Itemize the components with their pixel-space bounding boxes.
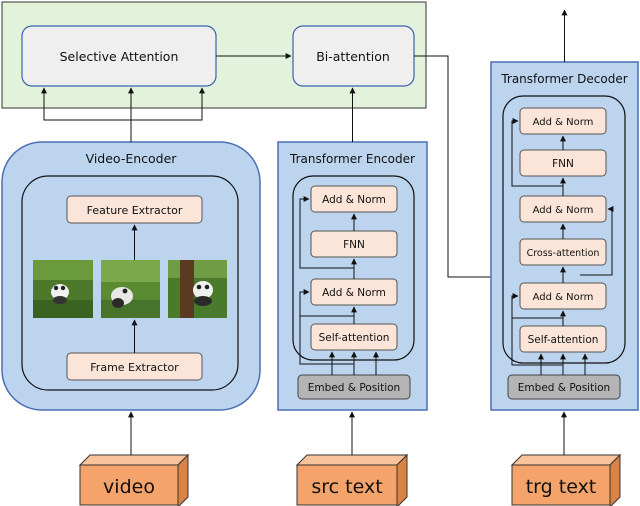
dec-residual-attn: [511, 318, 563, 366]
dec-add-norm-top-box: [519, 107, 607, 135]
frame-extractor-label: Frame Extractor: [90, 361, 179, 374]
feature-extractor-label: Feature Extractor: [87, 204, 183, 217]
trg-text-input-label: trg text: [526, 476, 597, 498]
enc-self-attention-label: Self-attention: [319, 332, 390, 344]
dec-embed-position-label: Embed & Position: [518, 382, 610, 394]
enc-residual-bottom: [299, 289, 354, 317]
video-frame-1: [33, 260, 93, 318]
transformer-decoder-title: Transformer Decoder: [500, 72, 627, 86]
dec-add-norm-top-label: Add & Norm: [533, 117, 594, 128]
trg-text-input-box: [510, 453, 622, 506]
enc-add-norm-bottom-label: Add & Norm: [322, 287, 386, 299]
dec-cross-attention-label: Cross-attention: [527, 248, 600, 259]
selective-attention-label: Selective Attention: [60, 49, 179, 64]
dec-residual-bottom: [511, 293, 563, 319]
enc-embed-position-label: Embed & Position: [308, 382, 400, 394]
enc-residual-top: [299, 196, 354, 269]
bi-attention-label: Bi-attention: [316, 49, 390, 64]
video-frame-3: [168, 260, 227, 318]
enc-add-norm-top-label: Add & Norm: [322, 194, 386, 206]
transformer-decoder-inner: [502, 95, 626, 364]
dec-residual-top: [511, 118, 563, 187]
feature-extractor-box: [66, 195, 203, 224]
video-input-label: video: [103, 476, 155, 498]
dec-residual-mid: [580, 206, 614, 276]
enc-fnn-label: FNN: [343, 239, 365, 251]
video-frame-2: [101, 260, 160, 318]
transformer-encoder-title: Transformer Encoder: [289, 152, 415, 166]
dec-add-norm-bottom-label: Add & Norm: [533, 292, 594, 303]
enc-add-norm-top-box: [310, 185, 398, 213]
video-encoder-to-selective-right: [131, 87, 205, 121]
dec-embed-position-box: [507, 374, 621, 400]
video-input-box: [78, 453, 190, 506]
dec-add-norm-mid-label: Add & Norm: [533, 205, 594, 216]
enc-residual-attn: [299, 316, 354, 365]
src-text-input-box: [295, 453, 409, 506]
video-encoder-to-selective-left: [41, 87, 131, 121]
src-text-input-label: src text: [311, 476, 382, 498]
video-encoder-title: Video-Encoder: [86, 151, 178, 166]
dec-self-attention-label: Self-attention: [528, 334, 599, 346]
dec-fnn-label: FNN: [552, 158, 574, 170]
